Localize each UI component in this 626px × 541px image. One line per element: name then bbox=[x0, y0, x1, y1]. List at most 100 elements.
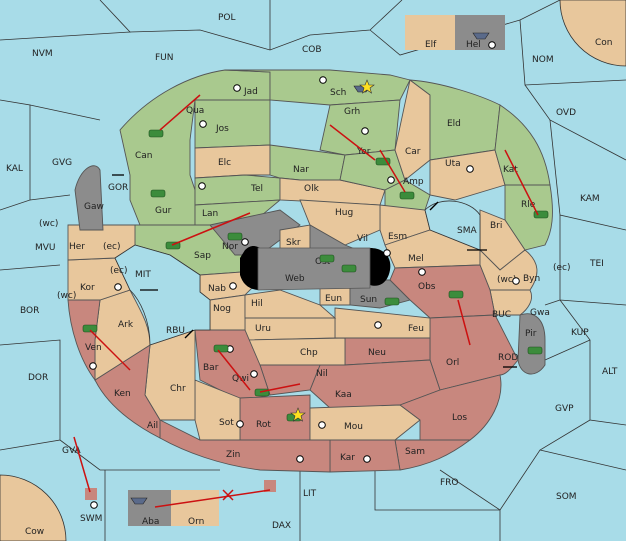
land-label: Los bbox=[452, 413, 467, 423]
sea-label: ALT bbox=[602, 367, 618, 377]
land-label: Hug bbox=[335, 208, 353, 218]
impassable-sun bbox=[370, 248, 391, 286]
sea-label: KAM bbox=[580, 194, 600, 204]
land-label: Amp bbox=[403, 177, 424, 187]
land-label: Obs bbox=[418, 282, 436, 292]
land-label: Mel bbox=[408, 254, 424, 264]
sea-label: Cow bbox=[25, 527, 44, 537]
sea-label: GVG bbox=[52, 158, 72, 168]
sea-label: GVP bbox=[555, 404, 574, 414]
land-label: Eun bbox=[325, 294, 342, 304]
offshore-provinces bbox=[85, 15, 505, 526]
land-label: Sch bbox=[330, 88, 346, 98]
land-label: Skr bbox=[286, 238, 301, 248]
land-label: Nab bbox=[208, 284, 226, 294]
land-label: Web bbox=[285, 274, 305, 284]
sea-label: MVU bbox=[35, 243, 56, 253]
sea-label: LIT bbox=[303, 489, 317, 499]
land-label: Sot bbox=[219, 418, 234, 428]
sea-label: ROD bbox=[498, 353, 518, 363]
coast-notes: (wc) (ec) (ec) (wc) (wc) (ec) bbox=[39, 219, 571, 301]
land-label: Nog bbox=[213, 304, 231, 314]
land-label: Rle bbox=[521, 200, 536, 210]
sea-label: NOM bbox=[532, 55, 554, 65]
sea-label: MIT bbox=[135, 270, 151, 280]
land-label: Bar bbox=[203, 363, 219, 373]
land-label: Orn bbox=[188, 517, 204, 527]
land-label: Ail bbox=[147, 421, 158, 431]
land-label: Ark bbox=[118, 320, 134, 330]
coast-note: (ec) bbox=[553, 263, 571, 273]
land-label: Aba bbox=[142, 517, 159, 527]
land-label: Gwa bbox=[530, 308, 550, 318]
star-markers bbox=[290, 79, 375, 422]
land-label: SWM bbox=[80, 514, 102, 524]
sea-label: TEI bbox=[589, 259, 604, 269]
land-label: Uta bbox=[445, 159, 461, 169]
land-label: Uru bbox=[255, 324, 271, 334]
sea-label: SMA bbox=[457, 226, 477, 236]
land-label: Rot bbox=[256, 420, 271, 430]
land-label: Ven bbox=[85, 343, 102, 353]
land-label: Kat bbox=[503, 165, 518, 175]
sea-label: Con bbox=[595, 38, 613, 48]
land-label: Mou bbox=[344, 422, 363, 432]
land-label: Hil bbox=[251, 299, 263, 309]
land-label: Olk bbox=[304, 184, 320, 194]
sea-label: KUP bbox=[571, 328, 589, 338]
land-label: Zin bbox=[226, 450, 240, 460]
sea-label: DOR bbox=[28, 373, 48, 383]
inner-sea-rbu bbox=[114, 244, 211, 346]
land-label: Chp bbox=[300, 348, 318, 358]
sea-label: RBU bbox=[166, 326, 185, 336]
land-label: Yor bbox=[356, 147, 371, 157]
land-label: Sun bbox=[360, 295, 377, 305]
land-label: Her bbox=[69, 242, 85, 252]
coast-note: (ec) bbox=[110, 266, 128, 276]
convoy-markers bbox=[112, 174, 517, 368]
land-label: Chr bbox=[170, 384, 186, 394]
sea-label: POL bbox=[218, 13, 236, 23]
land-label: Hel bbox=[466, 40, 481, 50]
land-label: Lan bbox=[202, 209, 218, 219]
sea-label: NVM bbox=[32, 49, 53, 59]
move-arrows bbox=[73, 94, 539, 508]
land-label: Pir bbox=[525, 329, 537, 339]
land-label: Sap bbox=[194, 251, 211, 261]
land-label: Nar bbox=[293, 165, 309, 175]
land-label: Eld bbox=[447, 119, 461, 129]
land-label: Can bbox=[135, 151, 153, 161]
impassable-web bbox=[240, 245, 260, 290]
land-label: Nor bbox=[222, 242, 238, 252]
spiral-provinces bbox=[67, 69, 553, 473]
inner-sea-sma bbox=[424, 200, 481, 251]
land-label: Qua bbox=[186, 106, 204, 116]
land-label: Elf bbox=[425, 40, 437, 50]
land-label: Bri bbox=[490, 221, 502, 231]
land-label: Tel bbox=[250, 184, 263, 194]
land-label: Gaw bbox=[84, 202, 104, 212]
land-label: Neu bbox=[368, 348, 386, 358]
land-label: Kaa bbox=[335, 390, 352, 400]
sea-label: SOM bbox=[556, 492, 577, 502]
coast-note: (wc) bbox=[57, 291, 76, 301]
sea-label: GVA bbox=[62, 446, 82, 456]
land-label: Kar bbox=[340, 453, 355, 463]
land-label: Car bbox=[405, 147, 421, 157]
land-label: Grh bbox=[344, 107, 360, 117]
sea-label: KAL bbox=[6, 164, 23, 174]
land-label: Esm bbox=[388, 232, 407, 242]
impassable-band bbox=[257, 247, 371, 291]
sea-label: BOR bbox=[20, 306, 39, 316]
land-labels: Jad Sch Qua Jos Grh Eld Can Elc Nar Yor … bbox=[69, 40, 550, 527]
land-label: Sam bbox=[405, 447, 425, 457]
sea-label: OVD bbox=[556, 108, 576, 118]
sea-label: FUN bbox=[155, 53, 174, 63]
land-label: Gur bbox=[155, 206, 172, 216]
sea-label: DAX bbox=[272, 521, 291, 531]
land-label: Orl bbox=[446, 358, 459, 368]
land-label: Kor bbox=[80, 283, 95, 293]
land-label: Feu bbox=[408, 324, 424, 334]
